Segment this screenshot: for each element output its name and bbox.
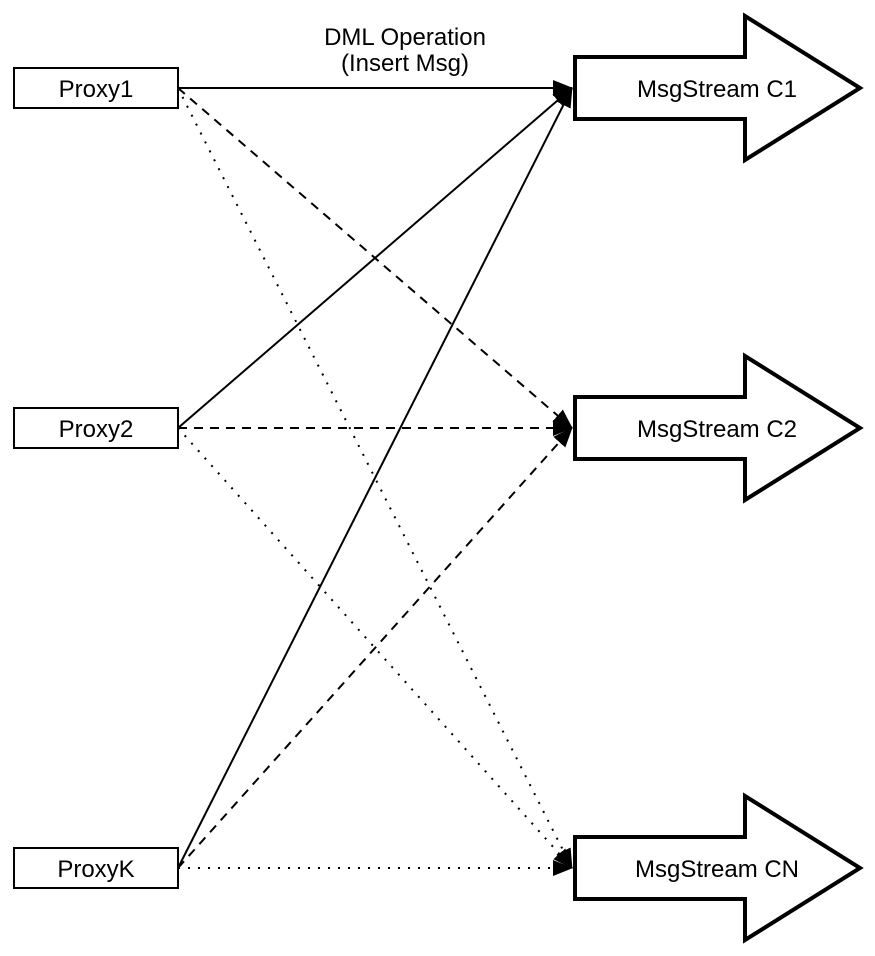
proxyk-label: ProxyK	[57, 856, 134, 883]
proxyk-node	[13, 847, 179, 889]
connector-proxy2-msgstream-c1	[177, 87, 573, 429]
proxy-nodes: Proxy1 Proxy2 ProxyK	[13, 67, 179, 889]
proxy2-label: Proxy2	[59, 416, 134, 443]
title-line1: DML Operation	[324, 24, 486, 51]
proxy1-node	[13, 67, 179, 109]
msgstream-cn-label: MsgStream CN	[635, 856, 799, 883]
stream-nodes: MsgStream C1 MsgStream C2 MsgStream CN	[573, 12, 864, 944]
title-line2: (Insert Msg)	[341, 50, 469, 77]
connector-group	[177, 80, 573, 876]
msgstream-c2-label: MsgStream C2	[637, 416, 797, 443]
proxy2-node	[13, 407, 179, 449]
msgstream-c1-shape	[573, 12, 864, 164]
connector-proxyk-msgstream-c1	[177, 87, 573, 869]
msgstream-c2-shape	[573, 352, 864, 504]
proxy1-label: Proxy1	[59, 76, 134, 103]
diagram-title: DML Operation (Insert Msg)	[324, 24, 486, 77]
msgstream-c1-label: MsgStream C1	[637, 76, 797, 103]
connector-proxyk-msgstream-c2	[177, 427, 573, 869]
msgstream-cn-shape	[573, 792, 864, 944]
